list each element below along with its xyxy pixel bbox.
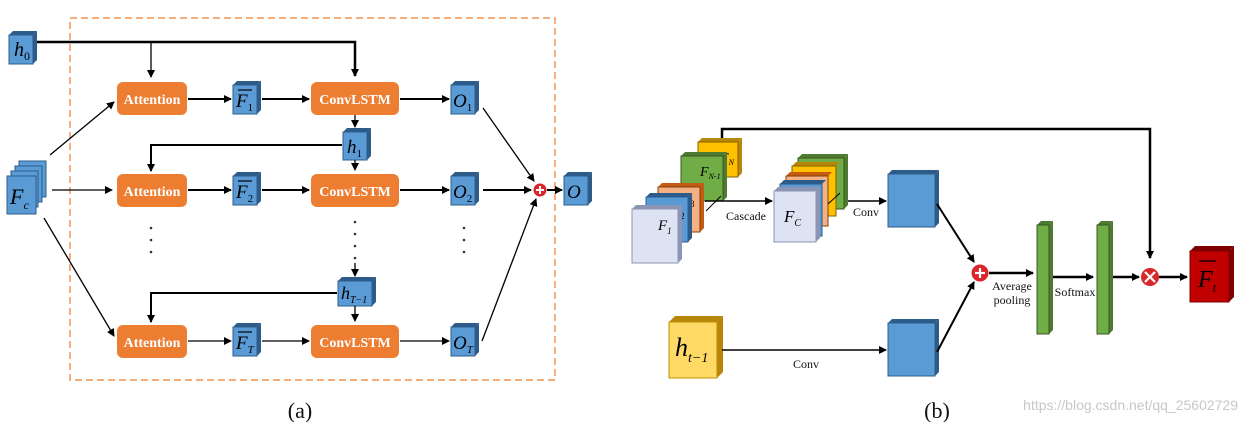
o1-cube: O1	[450, 81, 479, 115]
attention-box-1	[117, 82, 187, 115]
o2-cube: O2	[450, 172, 479, 206]
caption-a: (a)	[288, 398, 312, 422]
cascade-label: Cascade	[726, 209, 766, 223]
svg-text:Attention: Attention	[124, 185, 181, 200]
multiply-icon	[1141, 268, 1159, 286]
svg-text:h0: h0	[14, 39, 30, 63]
avg-pool-label-1: Average	[992, 279, 1032, 293]
conv-output-bottom	[887, 319, 939, 377]
svg-text:F1: F1	[235, 91, 253, 114]
svg-text:ConvLSTM: ConvLSTM	[319, 93, 391, 108]
svg-text:Attention: Attention	[124, 336, 181, 351]
ht-1-cube-b: ht−1	[668, 316, 723, 379]
dashed-frame	[69, 17, 556, 381]
conv-label-top: Conv	[853, 205, 879, 219]
row-2: Attention F2 ConvLSTM O2	[117, 172, 479, 207]
convlstm-box-t	[311, 325, 399, 358]
svg-text:ht−1: ht−1	[675, 333, 708, 366]
ellipsis-dots	[149, 220, 466, 260]
sum-icon	[533, 183, 547, 197]
input-feature-stack: FN FN-1 3 2	[631, 138, 742, 264]
h1-cube: h1	[342, 128, 371, 161]
row-t: Attention FT ConvLSTM OT	[117, 323, 479, 358]
convlstm-box-2	[311, 174, 399, 207]
softmax-label: Softmax	[1055, 285, 1096, 299]
conv-label-bottom: Conv	[793, 357, 819, 371]
softmax-vector	[1096, 221, 1113, 335]
caption-b: (b)	[924, 398, 950, 422]
ot-cube: OT	[450, 323, 479, 357]
svg-text:FN-1: FN-1	[699, 165, 721, 181]
svg-text:Attention: Attention	[124, 93, 181, 108]
svg-text:3: 3	[690, 199, 695, 209]
panel-a: h0 Fc Attention F1	[6, 17, 592, 422]
fc-stack: Fc	[6, 160, 47, 215]
h0-cube: h0	[8, 31, 37, 65]
pooled-vector	[1036, 221, 1053, 335]
svg-text:Ft: Ft	[1197, 267, 1217, 295]
svg-text:2: 2	[680, 211, 685, 221]
output-cube: O	[563, 172, 592, 206]
avg-pool-label-2: pooling	[994, 293, 1031, 307]
svg-text:O1: O1	[453, 91, 472, 114]
add-icon	[971, 264, 989, 282]
ht-1-cube: hT−1	[337, 277, 376, 307]
attention-box-2	[117, 174, 187, 207]
output-ft-cube: Ft	[1189, 246, 1234, 303]
conv-output-top	[887, 170, 939, 228]
svg-text:OT: OT	[453, 333, 474, 356]
attention-box-t	[117, 325, 187, 358]
watermark: https://blog.csdn.net/qq_25602729	[1023, 397, 1238, 413]
svg-text:FC: FC	[783, 207, 801, 229]
svg-text:F2: F2	[235, 182, 253, 205]
svg-text:ConvLSTM: ConvLSTM	[319, 185, 391, 200]
fc-concat-stack: FC	[773, 154, 848, 243]
svg-text:FT: FT	[235, 333, 255, 356]
f2-cube: F2	[232, 172, 261, 206]
svg-text:ConvLSTM: ConvLSTM	[319, 336, 391, 351]
svg-text:hT−1: hT−1	[341, 283, 367, 306]
convlstm-box-1	[311, 82, 399, 115]
svg-text:F1: F1	[657, 218, 672, 236]
svg-text:O: O	[567, 182, 581, 203]
row-1: Attention F1 ConvLSTM O1	[117, 81, 479, 115]
svg-text:O2: O2	[453, 182, 472, 205]
f1-cube: F1	[232, 81, 261, 115]
svg-text:Fc: Fc	[9, 184, 29, 212]
svg-text:h1: h1	[347, 137, 362, 160]
ft-cube: FT	[232, 323, 261, 357]
panel-b: FN FN-1 3 2	[631, 127, 1238, 422]
